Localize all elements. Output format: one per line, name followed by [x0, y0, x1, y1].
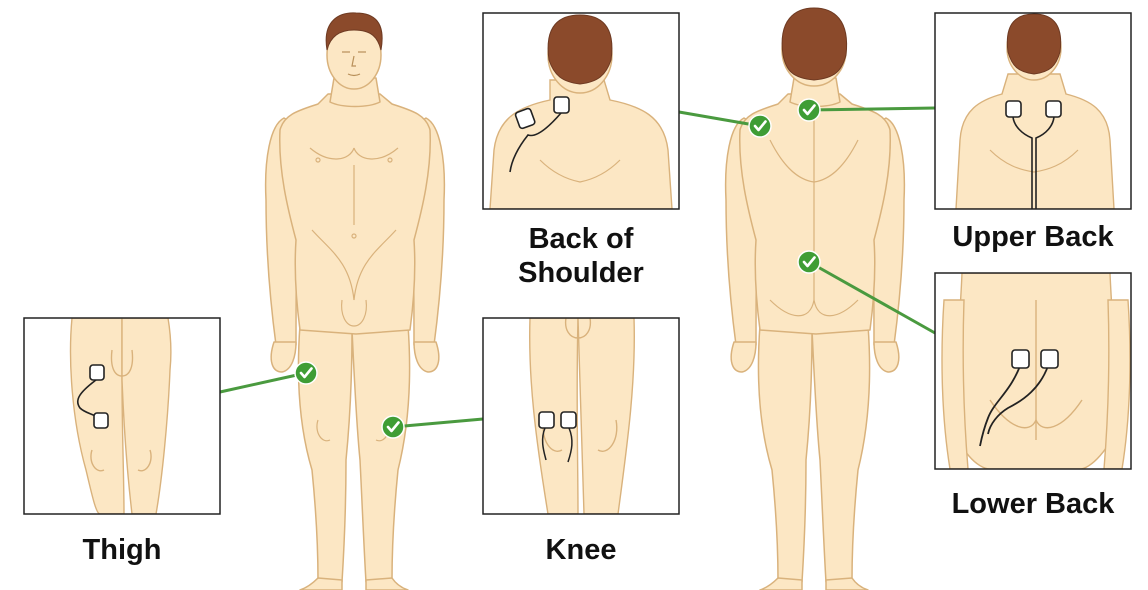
electrode-pad-icon: [554, 97, 569, 113]
inset-upper-back: [935, 13, 1131, 209]
electrode-pad-icon: [1012, 350, 1029, 368]
electrode-pad-icon: [1046, 101, 1061, 117]
electrode-pad-icon: [94, 413, 108, 428]
connector-upper-back: [809, 108, 935, 110]
electrode-pad-icon: [539, 412, 554, 428]
front-body-figure: [266, 21, 445, 590]
label-lower-back: Lower Back: [935, 487, 1131, 521]
connector-thigh: [220, 373, 306, 392]
inset-knee: [483, 318, 679, 514]
electrode-pad-icon: [90, 365, 104, 380]
label-thigh: Thigh: [24, 533, 220, 567]
electrode-pad-icon: [561, 412, 576, 428]
inset-lower-back: [935, 273, 1131, 469]
checkmark-badge-icon: [798, 251, 820, 273]
label-back-of-shoulder: Back of Shoulder: [483, 222, 679, 290]
inset-back-of-shoulder: [483, 13, 679, 209]
label-upper-back: Upper Back: [935, 220, 1131, 254]
electrode-pad-icon: [1041, 350, 1058, 368]
checkmark-badge-icon: [749, 115, 771, 137]
checkmark-badge-icon: [295, 362, 317, 384]
checkmark-badge-icon: [798, 99, 820, 121]
inset-thigh: [24, 318, 220, 514]
checkmark-badge-icon: [382, 416, 404, 438]
label-knee: Knee: [483, 533, 679, 567]
electrode-pad-icon: [1006, 101, 1021, 117]
back-hair: [782, 8, 847, 80]
